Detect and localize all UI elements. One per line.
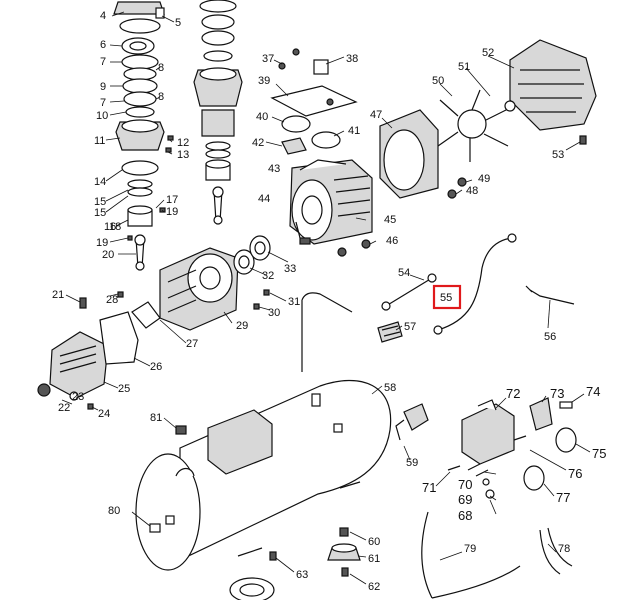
label-69: 69 [458,492,472,507]
label-47: 47 [370,109,382,121]
label-78: 78 [558,543,570,555]
air-tank [131,292,392,603]
label-75: 75 [592,446,606,461]
fittings [269,393,591,585]
label-55: 55 [440,292,452,304]
capacitor-plate [265,48,358,155]
label-79: 79 [464,543,476,555]
label-41: 41 [348,125,360,137]
label-9: 9 [100,81,106,93]
label-80: 80 [108,505,120,517]
label-54: 54 [398,267,410,279]
label-63: 63 [296,569,308,581]
label-8b: 8 [158,91,164,103]
label-76: 76 [568,466,582,481]
label-27: 27 [186,338,198,350]
label-28: 28 [106,294,118,306]
label-17: 17 [166,194,178,206]
label-43: 43 [268,163,280,175]
label-70: 70 [458,477,472,492]
label-13: 13 [177,149,189,161]
label-39: 39 [258,75,270,87]
label-52: 52 [482,47,494,59]
label-21: 21 [52,289,64,301]
label-74: 74 [586,384,600,399]
side-cover [37,294,151,411]
label-71: 71 [422,480,436,495]
label-62: 62 [368,581,380,593]
label-15b: 15 [94,207,106,219]
label-40: 40 [256,111,268,123]
label-72: 72 [506,386,520,401]
label-19b: 19 [96,237,108,249]
label-44: 44 [258,193,270,205]
crankcase [109,235,289,344]
label-57: 57 [404,321,416,333]
label-53: 53 [552,149,564,161]
label-61: 61 [368,553,380,565]
label-25: 25 [118,383,130,395]
label-56: 56 [544,331,556,343]
label-20: 20 [102,249,114,261]
label-77: 77 [556,490,570,505]
label-50: 50 [432,75,444,87]
label-49: 49 [478,173,490,185]
highlight-box-55 [432,284,462,310]
motor [289,159,377,257]
cables [421,511,573,599]
label-32: 32 [262,270,274,282]
label-5: 5 [175,17,181,29]
label-10: 10 [96,110,108,122]
center-head-stack [193,0,243,225]
fan-assembly [379,39,597,199]
label-73: 73 [550,386,564,401]
label-14: 14 [94,176,106,188]
label-45: 45 [384,214,396,226]
label-22: 22 [58,402,70,414]
label-33: 33 [284,263,296,275]
label-26: 26 [150,361,162,373]
label-12: 12 [177,137,189,149]
label-4: 4 [100,10,106,22]
label-46: 46 [386,235,398,247]
left-head-stack [105,1,175,271]
label-16: 16 [104,221,116,233]
label-6: 6 [100,39,106,51]
label-42: 42 [252,137,264,149]
label-15: 15 [94,196,106,208]
label-23: 23 [72,391,84,403]
label-30: 30 [268,307,280,319]
label-11: 11 [94,135,105,147]
label-59: 59 [406,457,418,469]
label-81: 81 [150,412,162,424]
label-31: 31 [288,296,300,308]
label-19: 19 [166,206,178,218]
label-18: 18 [109,221,121,233]
label-7b: 7 [100,97,106,109]
label-24: 24 [98,408,110,420]
label-38: 38 [346,53,358,65]
part-number-labels: 4 5 6 7 8 9 8 7 10 11 12 13 14 15 15 16 … [52,10,606,593]
label-8: 8 [158,62,164,74]
label-68: 68 [458,508,472,523]
label-29: 29 [236,320,248,332]
pipes [377,233,575,343]
label-37: 37 [262,53,274,65]
label-7: 7 [100,56,106,68]
label-60: 60 [368,536,380,548]
label-48: 48 [466,185,478,197]
label-58: 58 [384,382,396,394]
label-51: 51 [458,61,470,73]
